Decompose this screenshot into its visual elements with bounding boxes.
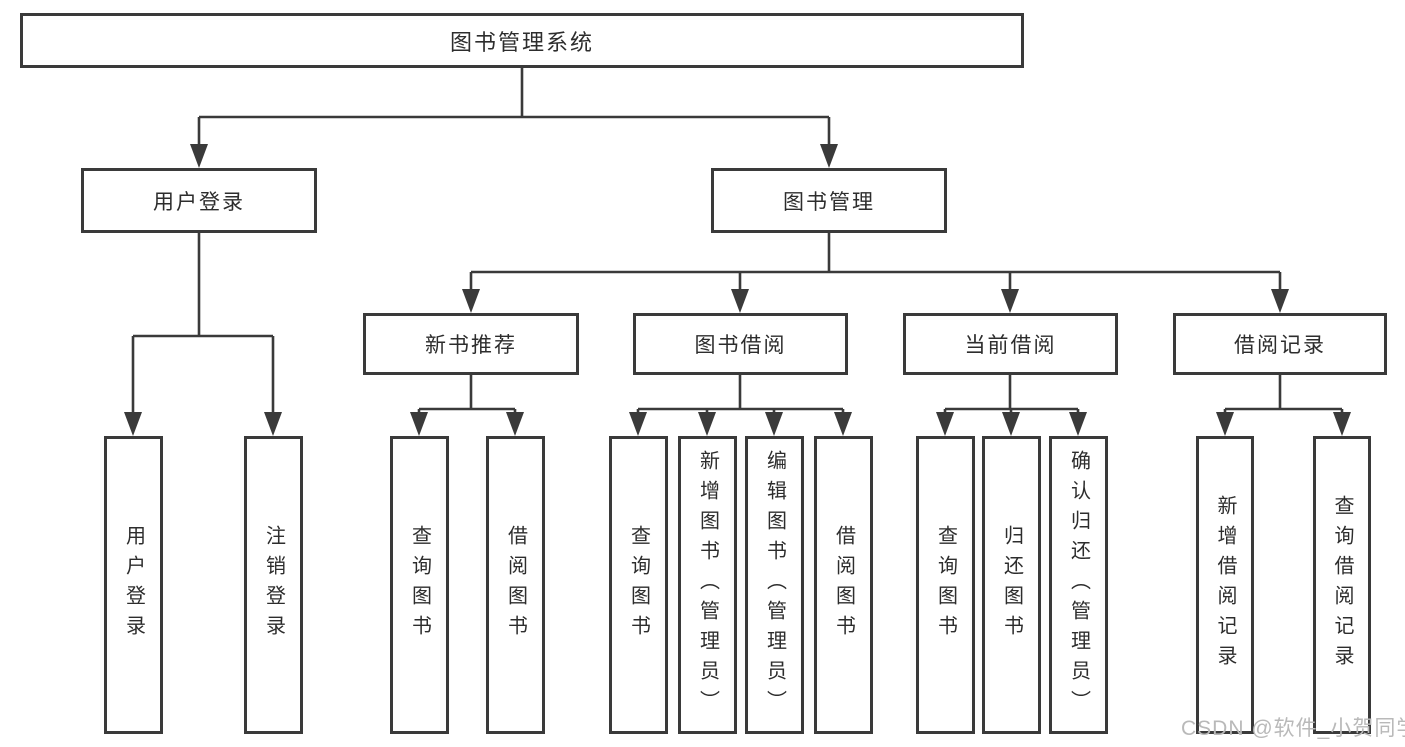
node-leaf-add-books-admin: 新增图书（管理员） bbox=[678, 436, 737, 734]
node-label: 注销登录 bbox=[262, 525, 285, 645]
arrowhead bbox=[629, 412, 647, 436]
arrowhead bbox=[731, 289, 749, 313]
node-book-borrowing: 图书借阅 bbox=[633, 313, 848, 375]
node-label: 借阅图书 bbox=[504, 525, 527, 645]
node-label: 用户登录 bbox=[122, 525, 145, 645]
node-label: 归还图书 bbox=[1000, 525, 1023, 645]
arrowhead bbox=[124, 412, 142, 436]
node-leaf-confirm-return-admin: 确认归还（管理员） bbox=[1049, 436, 1108, 734]
node-new-book-recommendation: 新书推荐 bbox=[363, 313, 579, 375]
arrowhead bbox=[462, 289, 480, 313]
node-leaf-query-books-3: 查询图书 bbox=[916, 436, 975, 734]
node-label: 用户登录 bbox=[153, 190, 245, 214]
node-leaf-add-borrow-record: 新增借阅记录 bbox=[1196, 436, 1254, 734]
arrowhead bbox=[1333, 412, 1351, 436]
arrowhead bbox=[506, 412, 524, 436]
arrowhead bbox=[1271, 289, 1289, 313]
arrowhead bbox=[264, 412, 282, 436]
node-leaf-borrow-books-2: 借阅图书 bbox=[814, 436, 873, 734]
arrowhead bbox=[765, 412, 783, 436]
node-label: 当前借阅 bbox=[964, 334, 1057, 357]
arrowhead bbox=[698, 412, 716, 436]
node-leaf-query-books-2: 查询图书 bbox=[609, 436, 668, 734]
connector-book-borrowing-to-leaves bbox=[629, 375, 852, 436]
arrowhead bbox=[1216, 412, 1234, 436]
arrowhead bbox=[834, 412, 852, 436]
arrowhead bbox=[190, 144, 208, 168]
node-current-borrowing: 当前借阅 bbox=[903, 313, 1118, 375]
arrowhead bbox=[820, 144, 838, 168]
arrowhead bbox=[1069, 412, 1087, 436]
node-label: 查询图书 bbox=[934, 525, 957, 645]
connector-book-management-to-level3 bbox=[462, 233, 1289, 313]
node-leaf-query-books-1: 查询图书 bbox=[390, 436, 449, 734]
arrowhead bbox=[936, 412, 954, 436]
connector-borrow-records-to-leaves bbox=[1216, 375, 1351, 436]
node-leaf-user-login: 用户登录 bbox=[104, 436, 163, 734]
node-label: 查询图书 bbox=[627, 525, 650, 645]
node-label: 查询借阅记录 bbox=[1331, 495, 1353, 675]
node-label: 新书推荐 bbox=[425, 334, 517, 357]
node-label: 确认归还（管理员） bbox=[1067, 450, 1090, 720]
node-leaf-logout: 注销登录 bbox=[244, 436, 303, 734]
node-label: 图书管理系统 bbox=[449, 29, 594, 55]
node-label: 新增图书（管理员） bbox=[696, 450, 719, 720]
node-label: 图书管理 bbox=[783, 190, 875, 214]
node-leaf-edit-books-admin: 编辑图书（管理员） bbox=[745, 436, 804, 734]
node-label: 借阅图书 bbox=[832, 525, 855, 645]
node-library-management-system: 图书管理系统 bbox=[20, 13, 1024, 68]
arrowhead bbox=[1001, 289, 1019, 313]
arrowhead bbox=[410, 412, 428, 436]
connector-new-book-rec-to-leaves bbox=[410, 375, 524, 436]
connector-root-to-level2 bbox=[190, 68, 838, 168]
arrowhead bbox=[1002, 412, 1020, 436]
node-user-login: 用户登录 bbox=[81, 168, 317, 233]
node-book-management: 图书管理 bbox=[711, 168, 947, 233]
node-borrowing-records: 借阅记录 bbox=[1173, 313, 1387, 375]
node-label: 借阅记录 bbox=[1234, 334, 1326, 357]
node-label: 图书借阅 bbox=[694, 334, 787, 357]
node-leaf-query-borrow-record: 查询借阅记录 bbox=[1313, 436, 1371, 734]
connector-current-borrowing-to-leaves bbox=[936, 375, 1087, 436]
node-leaf-borrow-books-1: 借阅图书 bbox=[486, 436, 545, 734]
node-label: 编辑图书（管理员） bbox=[763, 450, 786, 720]
node-label: 查询图书 bbox=[408, 525, 431, 645]
node-label: 新增借阅记录 bbox=[1214, 495, 1236, 675]
connector-user-login-to-leaves bbox=[124, 233, 282, 436]
node-leaf-return-books: 归还图书 bbox=[982, 436, 1041, 734]
csdn-watermark: CSDN @软件_小贺同学 bbox=[1181, 717, 1405, 740]
